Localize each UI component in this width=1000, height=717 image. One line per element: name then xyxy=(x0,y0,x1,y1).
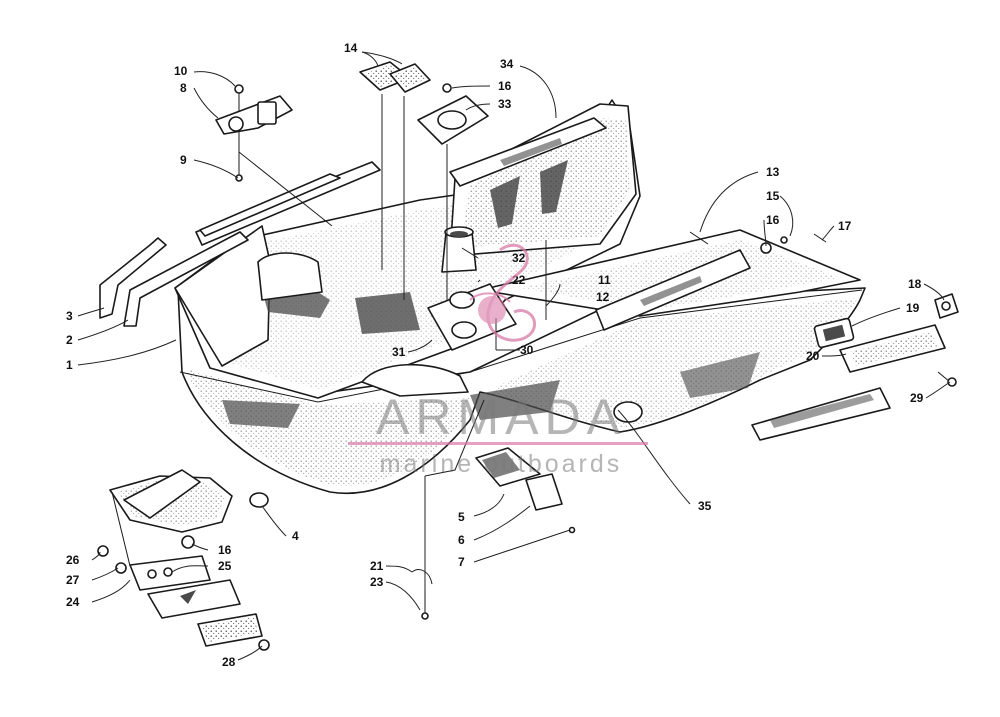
part-label-17: 17 xyxy=(838,219,852,233)
part-label-33: 33 xyxy=(498,97,512,111)
hood-strip xyxy=(449,117,607,187)
part-label-31: 31 xyxy=(392,345,406,359)
part-label-27: 27 xyxy=(66,573,80,587)
side-rails xyxy=(99,161,381,327)
tail-light xyxy=(813,293,959,349)
part-label-18: 18 xyxy=(908,277,922,291)
part-label-7: 7 xyxy=(458,555,465,569)
right-side-strip xyxy=(595,249,751,331)
part-label-9: 9 xyxy=(180,153,187,167)
part-label-8: 8 xyxy=(180,81,187,95)
part-label-4: 4 xyxy=(292,529,299,543)
part-label-13: 13 xyxy=(766,165,780,179)
part-label-30: 30 xyxy=(520,343,534,357)
part-label-2: 2 xyxy=(66,333,73,347)
rear-rail xyxy=(751,324,946,441)
part-label-34: 34 xyxy=(500,57,514,71)
part-label-3: 3 xyxy=(66,309,73,323)
part-label-35: 35 xyxy=(698,499,712,513)
part-label-28: 28 xyxy=(222,655,236,669)
leader-lines xyxy=(77,51,951,661)
part-label-11: 11 xyxy=(598,273,611,287)
part-label-19: 19 xyxy=(906,301,920,315)
part-label-16-top: 16 xyxy=(498,79,512,93)
part-label-26: 26 xyxy=(66,553,80,567)
part-label-10: 10 xyxy=(174,64,188,78)
part-label-15: 15 xyxy=(766,189,780,203)
part-label-5: 5 xyxy=(458,510,465,524)
part-label-23: 23 xyxy=(370,575,384,589)
bracket-assembly xyxy=(97,469,270,651)
part-label-22: 22 xyxy=(512,273,526,287)
part-label-20: 20 xyxy=(806,349,820,363)
part-label-12: 12 xyxy=(596,290,610,304)
watermark-emblem xyxy=(469,243,537,342)
part-label-29: 29 xyxy=(910,391,924,405)
part-label-1: 1 xyxy=(66,358,73,372)
part-label-6: 6 xyxy=(458,533,465,547)
part-label-21: 21 xyxy=(370,559,384,573)
part-label-16-right: 16 xyxy=(766,213,780,227)
belly-pan-body xyxy=(174,99,866,494)
part-label-25: 25 xyxy=(218,559,232,573)
part-label-16-left: 16 xyxy=(218,543,232,557)
part-labels: 1 2 3 4 5 6 7 8 9 10 11 12 13 14 15 16 1… xyxy=(66,41,924,669)
part-label-14: 14 xyxy=(344,41,358,55)
part-label-24: 24 xyxy=(66,595,80,609)
part-label-32: 32 xyxy=(512,251,526,265)
